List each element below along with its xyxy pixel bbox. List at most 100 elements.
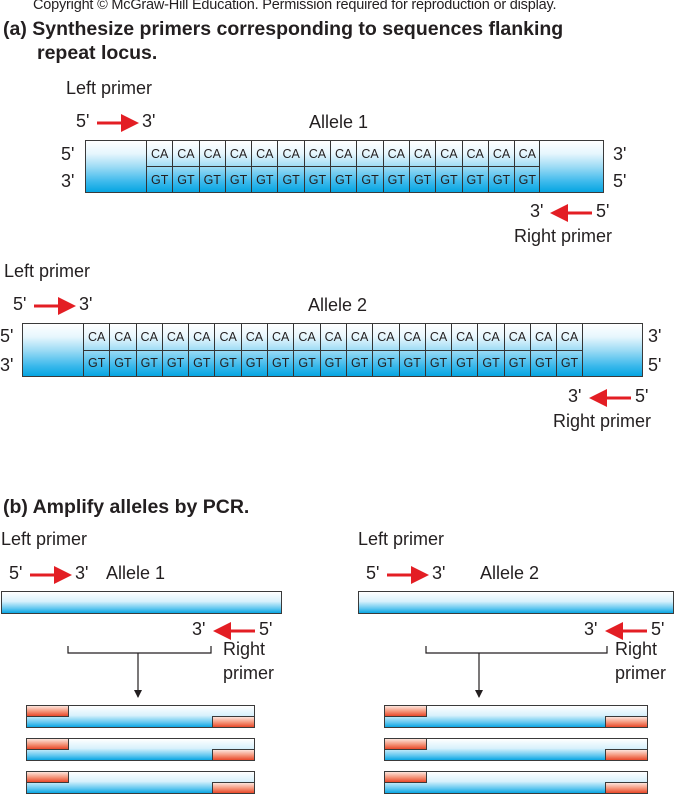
a1-repeat-top-base-pair: CA — [304, 141, 331, 167]
a1-repeat-bottom-base-pair: GT — [413, 172, 432, 187]
b2-pcr-product — [384, 771, 648, 794]
part-a-heading: (a) Synthesize primers corresponding to … — [3, 18, 564, 40]
b1-bracket — [67, 646, 212, 654]
a1-repeat-bottom-base-pair: GT — [229, 172, 248, 187]
a1-repeat-unit: CA GT — [172, 141, 199, 192]
a2-repeat-unit: CA GT — [345, 324, 373, 376]
a1-repeat-bottom-base-pair: GT — [440, 172, 458, 187]
a1-repeat-top-base-pair: CA — [278, 141, 304, 167]
a2-repeat-top-base-pair: CA — [162, 324, 189, 351]
a2-repeat-bottom-base-pair: GT — [324, 356, 342, 371]
a1-repeat-unit: CA GT — [303, 141, 331, 192]
a2-repeat-top-base-pair: CA — [136, 324, 162, 351]
a1-right-primer-5: 5' — [596, 201, 610, 221]
a1-right-primer-label: Right primer — [514, 226, 613, 246]
a1-repeat-bottom-base-pair: GT — [177, 172, 195, 187]
a2-right-primer-3: 3' — [568, 386, 582, 406]
a1-repeat-top-base-pair: CA — [515, 141, 540, 167]
right-primer-block — [212, 716, 254, 727]
a2-repeat-top-base-pair: CA — [320, 324, 346, 351]
left-primer-block — [27, 739, 69, 750]
a1-repeat-top-base-pair: CA — [199, 141, 225, 167]
a2-repeat-bottom-base-pair: GT — [193, 356, 211, 371]
a1-left-primer-3: 3' — [142, 111, 156, 131]
a2-repeat-bottom-base-pair: GT — [456, 356, 474, 371]
a1-repeat-bottom-base-pair: GT — [387, 172, 405, 187]
b2-bracket — [425, 646, 608, 654]
a2-left-primer-label: Left primer — [4, 261, 91, 281]
a2-repeat-bottom-base-pair: GT — [350, 356, 369, 371]
a2-repeat-bottom-base-pair: GT — [272, 356, 290, 371]
a1-repeat-top-base-pair: CA — [147, 141, 173, 167]
a2-right-primer-label: Right primer — [553, 411, 652, 431]
b2-left-primer-3: 3' — [432, 563, 446, 583]
a2-repeat-top-base-pair: CA — [531, 324, 557, 351]
a2-repeat-bottom-base-pair: GT — [298, 356, 316, 371]
a1-top-left-end: 5' — [61, 144, 75, 164]
a2-repeat-bottom-base-pair: GT — [508, 356, 527, 371]
b1-left-primer-3: 3' — [75, 563, 89, 583]
a2-repeat-bottom-base-pair: GT — [429, 356, 448, 371]
a2-bottom-right-end: 5' — [648, 355, 662, 375]
a2-repeat-unit: CA GT — [319, 324, 346, 376]
a1-repeat-bottom-base-pair: GT — [466, 172, 484, 187]
a2-repeat-top-base-pair: CA — [84, 324, 110, 351]
b2-allele-title: Allele 2 — [480, 563, 540, 583]
b1-right-primer-label-line2: primer — [223, 663, 275, 683]
a2-right-primer-5: 5' — [635, 386, 649, 406]
a1-repeat-bottom-base-pair: GT — [361, 172, 379, 187]
a1-bottom-left-end: 3' — [61, 171, 75, 191]
a2-repeat-top-base-pair: CA — [215, 324, 241, 351]
a1-repeat-top-base-pair: CA — [173, 141, 199, 167]
a2-repeat-top-base-pair: CA — [373, 324, 399, 351]
b2-pcr-product — [384, 738, 648, 761]
b1-allele-title: Allele 1 — [106, 563, 166, 583]
b1-pcr-product — [26, 771, 255, 794]
a1-repeat-bottom-base-pair: GT — [308, 172, 327, 187]
b1-right-primer-5: 5' — [259, 619, 273, 639]
a1-repeat-top-base-pair: CA — [357, 141, 383, 167]
left-primer-block — [27, 772, 69, 783]
a2-repeat-unit: CA GT — [188, 324, 215, 376]
a1-repeat-bottom-base-pair: GT — [150, 172, 169, 187]
a2-repeat-top-base-pair: CA — [346, 324, 373, 351]
a1-repeat-top-base-pair: CA — [462, 141, 488, 167]
a2-repeat-bottom-base-pair: GT — [245, 356, 264, 371]
a1-right-primer-3: 3' — [530, 201, 544, 221]
a2-repeat-top-base-pair: CA — [268, 324, 294, 351]
a2-repeat-top-base-pair: CA — [189, 324, 215, 351]
a2-top-left-end: 5' — [0, 326, 14, 346]
right-primer-block — [212, 749, 254, 760]
a2-repeat-top-base-pair: CA — [452, 324, 478, 351]
b1-pcr-product — [26, 738, 255, 761]
right-primer-block — [212, 782, 254, 793]
a2-repeat-top-base-pair: CA — [504, 324, 531, 351]
b1-right-primer-3: 3' — [192, 619, 206, 639]
a2-left-primer-3: 3' — [79, 294, 93, 314]
b2-left-primer-5: 5' — [366, 563, 380, 583]
a1-repeat-bottom-base-pair: GT — [335, 172, 353, 187]
b2-template-dna — [358, 591, 674, 614]
